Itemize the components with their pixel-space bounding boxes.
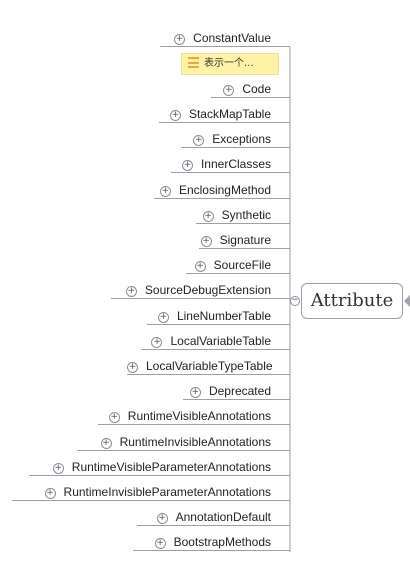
child-node[interactable]: + RuntimeVisibleParameterAnnotations bbox=[29, 458, 290, 476]
child-node-label: RuntimeInvisibleParameterAnnotations bbox=[63, 485, 271, 499]
child-node-label: AnnotationDefault bbox=[175, 510, 271, 524]
plus-circle-icon[interactable]: + bbox=[44, 488, 56, 499]
plus-circle-icon[interactable]: + bbox=[100, 438, 112, 449]
child-node-label: LineNumberTable bbox=[176, 309, 271, 323]
child-node[interactable]: + LocalVariableTypeTable bbox=[127, 357, 290, 375]
note-callout[interactable]: 表示一个... bbox=[181, 53, 279, 75]
child-node[interactable]: + RuntimeInvisibleAnnotations bbox=[77, 433, 290, 451]
plus-circle-icon[interactable]: + bbox=[159, 186, 171, 197]
child-node-label: InnerClasses bbox=[200, 157, 271, 171]
child-node[interactable]: + EnclosingMethod bbox=[154, 181, 290, 199]
plus-circle-icon[interactable]: + bbox=[125, 286, 137, 297]
parent-arrow-icon bbox=[404, 295, 410, 307]
child-node[interactable]: + Synthetic bbox=[196, 206, 290, 224]
plus-circle-icon[interactable]: + bbox=[108, 412, 120, 423]
child-node[interactable]: + SourceDebugExtension bbox=[111, 281, 290, 299]
child-node-label: Exceptions bbox=[212, 132, 271, 146]
child-node-label: LocalVariableTable bbox=[170, 334, 271, 348]
child-node-label: RuntimeVisibleParameterAnnotations bbox=[71, 460, 271, 474]
plus-circle-icon[interactable]: + bbox=[194, 261, 206, 272]
child-node-label: Synthetic bbox=[221, 208, 271, 222]
plus-circle-icon[interactable]: + bbox=[174, 34, 186, 45]
child-node[interactable]: + LineNumberTable bbox=[147, 307, 290, 325]
plus-circle-icon[interactable]: + bbox=[193, 135, 205, 146]
plus-circle-icon[interactable]: + bbox=[157, 312, 169, 323]
child-node-label: RuntimeVisibleAnnotations bbox=[127, 409, 271, 423]
plus-circle-icon[interactable]: + bbox=[154, 538, 166, 549]
child-node-label: RuntimeInvisibleAnnotations bbox=[119, 435, 271, 449]
child-node[interactable]: + BootstrapMethods bbox=[133, 533, 290, 551]
child-node-label: Deprecated bbox=[208, 384, 271, 398]
child-node-label: ConstantValue bbox=[193, 31, 271, 45]
child-node[interactable]: + StackMapTable bbox=[159, 105, 290, 123]
child-node[interactable]: + SourceFile bbox=[186, 256, 290, 274]
plus-circle-icon[interactable]: + bbox=[189, 387, 201, 398]
child-node-label: EnclosingMethod bbox=[178, 183, 271, 197]
plus-circle-icon[interactable]: + bbox=[52, 463, 64, 474]
child-node-label: Signature bbox=[219, 233, 271, 247]
child-node[interactable]: + Signature bbox=[199, 231, 290, 249]
child-node-label: LocalVariableTypeTable bbox=[146, 359, 273, 373]
plus-circle-icon[interactable]: + bbox=[151, 337, 163, 348]
plus-circle-icon[interactable]: + bbox=[202, 211, 214, 222]
child-node[interactable]: + RuntimeInvisibleParameterAnnotations bbox=[12, 483, 290, 501]
plus-circle-icon[interactable]: + bbox=[223, 85, 235, 96]
child-node[interactable]: + LocalVariableTable bbox=[141, 332, 290, 350]
child-node-label: Code bbox=[242, 82, 271, 96]
plus-circle-icon[interactable]: + bbox=[156, 513, 168, 524]
child-node[interactable]: + Exceptions bbox=[181, 130, 290, 148]
collapse-toggle-icon[interactable]: − bbox=[290, 295, 300, 306]
child-node[interactable]: + InnerClasses bbox=[171, 155, 290, 173]
child-node-label: StackMapTable bbox=[188, 107, 271, 121]
plus-circle-icon[interactable]: + bbox=[169, 110, 181, 121]
child-node-label: SourceFile bbox=[213, 258, 271, 272]
plus-circle-icon[interactable]: + bbox=[200, 236, 212, 247]
note-text: 表示一个... bbox=[204, 58, 254, 69]
child-node[interactable]: + RuntimeVisibleAnnotations bbox=[98, 407, 290, 425]
plus-circle-icon[interactable]: + bbox=[127, 362, 138, 373]
plus-circle-icon[interactable]: + bbox=[181, 160, 193, 171]
note-icon bbox=[188, 57, 199, 68]
child-node[interactable]: + Code bbox=[211, 80, 290, 98]
child-node[interactable]: + ConstantValue bbox=[160, 29, 290, 47]
child-node-label: BootstrapMethods bbox=[173, 535, 271, 549]
child-node[interactable]: + AnnotationDefault bbox=[137, 508, 290, 526]
child-node-label: SourceDebugExtension bbox=[144, 283, 271, 297]
child-node[interactable]: + Deprecated bbox=[183, 382, 290, 400]
root-node-attribute[interactable]: Attribute bbox=[301, 283, 403, 319]
